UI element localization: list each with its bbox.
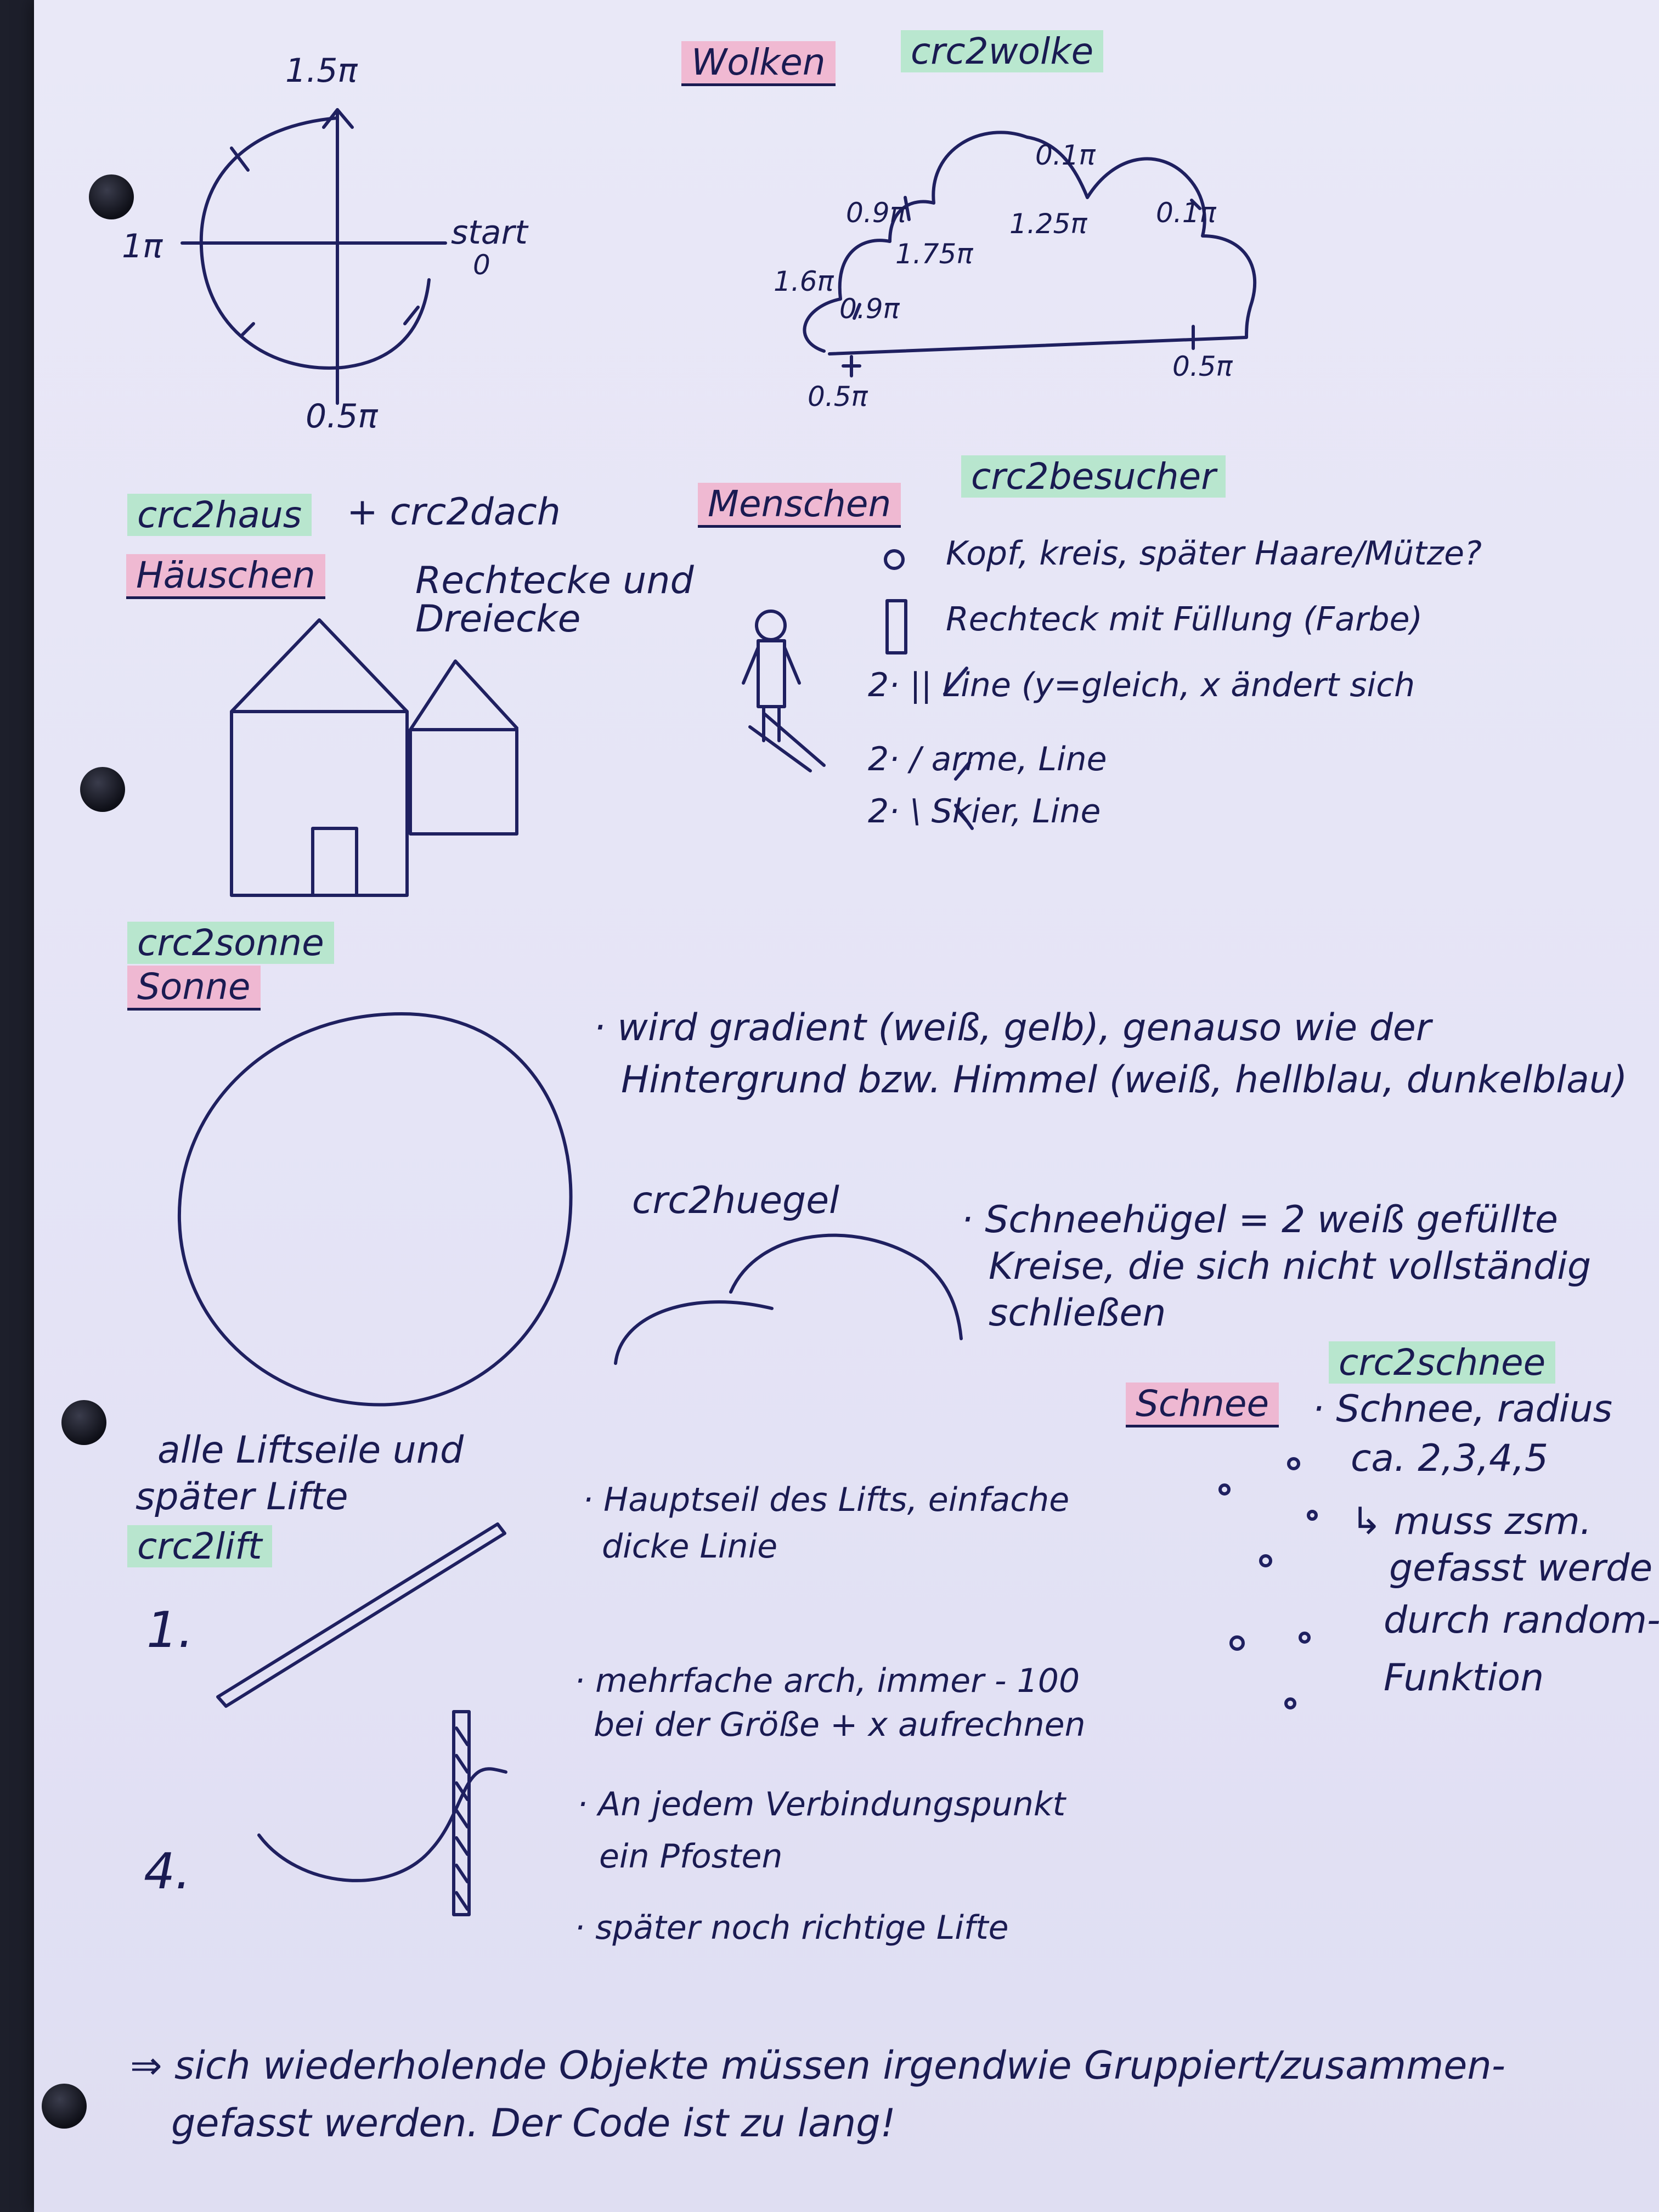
circle-label-left: 1π [122, 227, 163, 266]
snow-line-3: ↳ muss zsm. [1351, 1500, 1592, 1543]
snowflakes-sketch [1218, 1457, 1318, 1709]
circle-label-zero: 0 [473, 249, 490, 281]
hills-note-2: Kreise, die sich nicht vollständig [989, 1245, 1592, 1288]
people-item-legs: 2· || Line (y=gleich, x ändert sich [868, 666, 1415, 704]
cloud-mark-b: 0.9π [846, 197, 906, 229]
people-code: crc2besucher [961, 455, 1226, 498]
lift-note-3b: ein Pfosten [599, 1837, 783, 1876]
sun-note-2: Hintergrund bzw. Himmel (weiß, hellblau,… [621, 1058, 1628, 1102]
cloud-sketch [803, 131, 1257, 377]
lift-number-4: 4. [144, 1843, 191, 1900]
punch-hole-4 [42, 2084, 87, 2129]
cloud-mark-a: 0.1π [1035, 139, 1096, 171]
lift-note-1a: · Hauptseil des Lifts, einfache [583, 1481, 1070, 1519]
conclusion-line-1: ⇒ sich wiederholende Objekte müssen irge… [130, 2043, 1505, 2088]
lift-note-2b: bei der Größe + x aufrechnen [594, 1706, 1086, 1744]
sun-code: crc2sonne [127, 922, 334, 964]
hills-note-1: · Schneehügel = 2 weiß gefüllte [961, 1198, 1558, 1242]
hills-note-3: schließen [989, 1291, 1166, 1335]
snow-code: crc2schnee [1329, 1341, 1556, 1384]
sun-note-1: · wird gradient (weiß, gelb), genauso wi… [594, 1006, 1431, 1049]
houses-code: crc2haus [127, 494, 312, 536]
houses-code-plus: + crc2dach [347, 490, 561, 534]
punch-hole-1 [89, 174, 134, 219]
houses-desc-2: Dreiecke [415, 597, 581, 641]
sun-circle-sketch [177, 1012, 573, 1407]
snow-hills-sketch [614, 1233, 963, 1365]
lift-note-3a: · An jedem Verbindungspunkt [577, 1785, 1066, 1824]
lift-arch-sketch [257, 1710, 507, 1916]
cloud-mark-c: 1.25π [1009, 208, 1087, 240]
sketch-drawings [177, 108, 1318, 1916]
people-item-head: Kopf, kreis, später Haare/Mütze? [946, 534, 1482, 573]
lift-intro-1: alle Liftseile und [157, 1429, 464, 1472]
people-item-arms: 2· / arme, Line [868, 740, 1107, 778]
clouds-heading: Wolken [681, 41, 836, 86]
snow-line-2: ca. 2,3,4,5 [1351, 1437, 1549, 1480]
cloud-mark-g: 0.9π [839, 293, 900, 325]
stick-figure-sketch [742, 610, 826, 772]
circle-label-top: 1.5π [285, 52, 358, 90]
people-item-skis: 2· \ Skier, Line [868, 792, 1101, 831]
cloud-mark-i: 0.5π [1172, 351, 1233, 382]
people-list-glyphs [884, 549, 974, 830]
lift-cable-sketch [216, 1522, 506, 1708]
conclusion-line-2: gefasst werden. Der Code ist zu lang! [171, 2101, 896, 2146]
houses-sketch [230, 618, 518, 897]
people-item-body: Rechteck mit Füllung (Farbe) [946, 600, 1423, 639]
lift-code: crc2lift [127, 1525, 272, 1567]
punch-hole-2 [80, 767, 125, 812]
unit-circle-sketch [180, 108, 447, 405]
snow-line-6: Funktion [1384, 1656, 1544, 1700]
lift-note-4: · später noch richtige Lifte [574, 1909, 1009, 1947]
people-heading: Menschen [698, 483, 901, 528]
houses-desc-1: Rechtecke und [415, 559, 694, 602]
hills-code: crc2huegel [632, 1179, 839, 1222]
lift-number-1: 1. [146, 1601, 194, 1659]
cloud-mark-h: 0.5π [808, 381, 868, 413]
cloud-mark-e: 1.75π [895, 238, 973, 270]
lift-note-1b: dicke Linie [602, 1527, 778, 1566]
houses-heading: Häuschen [126, 554, 325, 599]
punch-hole-3 [61, 1400, 106, 1445]
notebook-page: 1.5π 1π 0.5π start 0 Wolken crc2wolke 0.… [34, 0, 1659, 2212]
lift-note-2a: · mehrfache arch, immer - 100 [574, 1662, 1080, 1700]
snow-line-5: durch random- [1384, 1599, 1659, 1642]
sun-heading: Sonne [127, 966, 261, 1011]
snow-line-4: gefasst werde [1389, 1547, 1653, 1590]
circle-label-start: start [451, 213, 528, 252]
lift-intro-2: später Lifte [136, 1475, 348, 1519]
cloud-mark-f: 1.6π [774, 266, 834, 297]
snow-heading: Schnee [1126, 1383, 1279, 1427]
clouds-code: crc2wolke [901, 30, 1104, 72]
snow-line-1: · Schnee, radius [1312, 1387, 1613, 1431]
circle-label-bottom: 0.5π [306, 397, 378, 436]
cloud-mark-d: 0.1π [1156, 197, 1216, 229]
